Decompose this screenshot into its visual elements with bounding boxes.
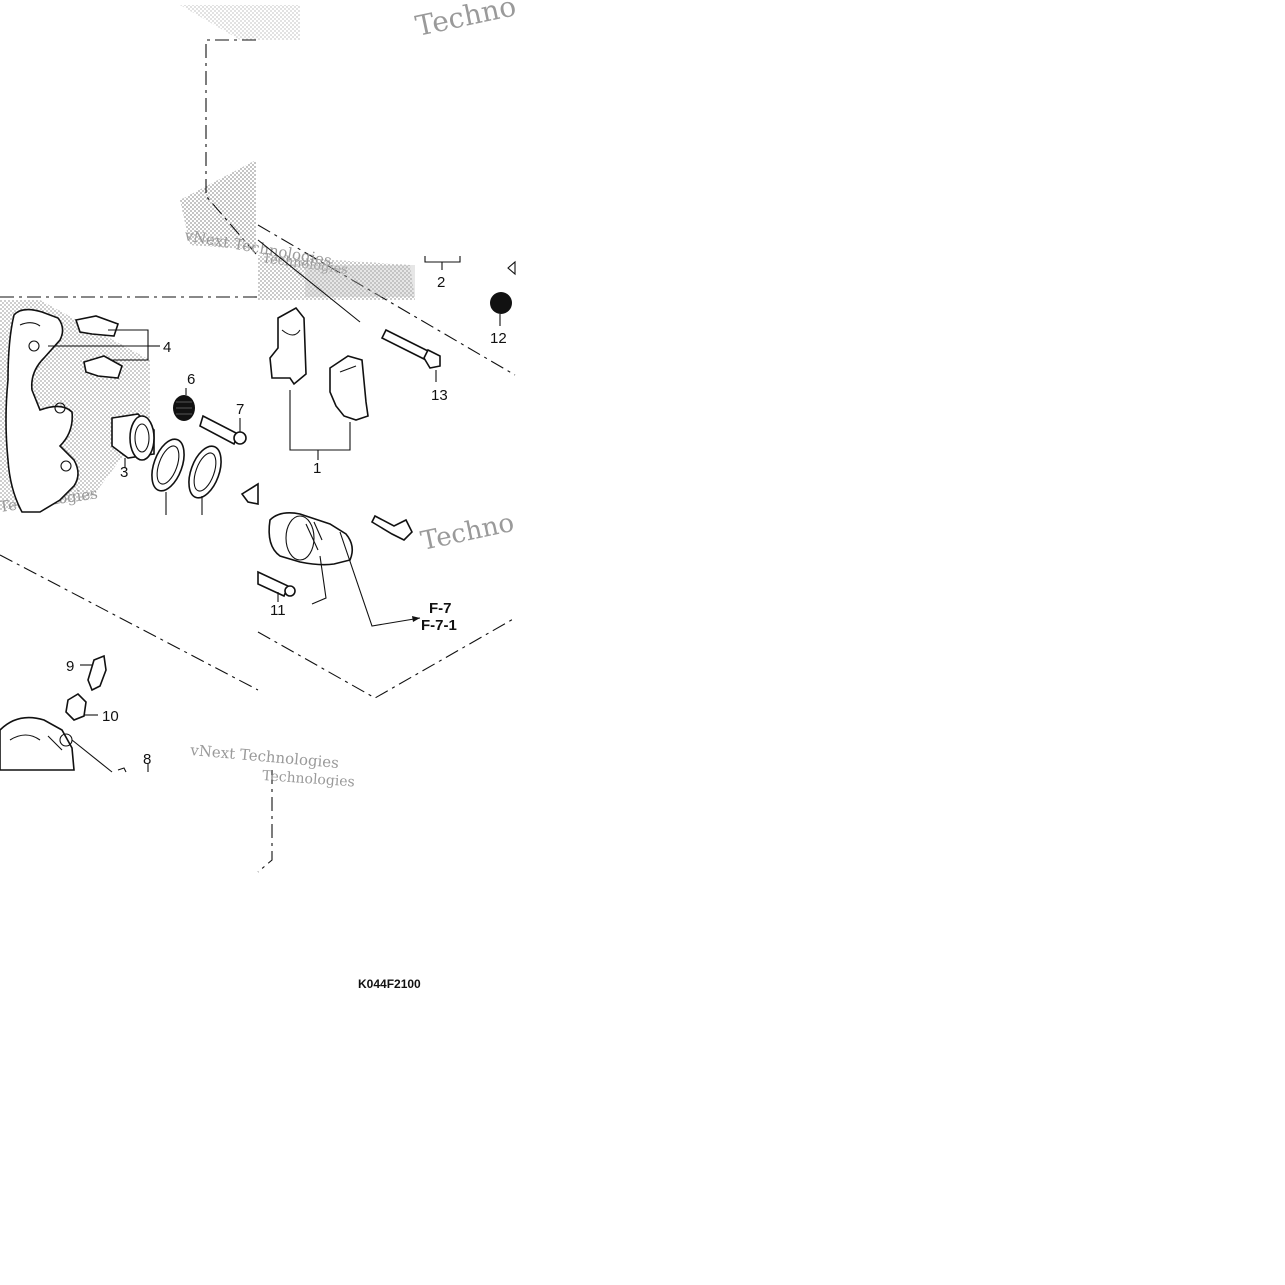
- callout-8: 8: [143, 751, 151, 768]
- seal-parts: [151, 438, 259, 515]
- callout-13: 13: [431, 387, 448, 404]
- callout-4: 4: [163, 339, 171, 356]
- ref-f-7-1: F-7-1: [421, 617, 457, 634]
- callout-1: 1: [313, 460, 321, 477]
- pad-spring-parts: [48, 315, 160, 379]
- callout-2: 2: [437, 274, 445, 291]
- caliper-body-part: [268, 512, 421, 627]
- slide-pin-part: [199, 414, 247, 446]
- callout-11: 11: [270, 602, 286, 619]
- piston-part: [111, 413, 155, 468]
- watermark-techno-1: Techno: [413, 0, 519, 43]
- frame-lines: [0, 39, 516, 873]
- bolt-part: [257, 239, 441, 382]
- reference-labels: F-7 F-7-1: [421, 600, 457, 634]
- ref-f-7: F-7: [429, 600, 452, 617]
- callout-labels: 1 2 3 4 6 7 8 9 10 11 12 13: [66, 274, 507, 768]
- callout-12: 12: [490, 330, 507, 347]
- boot-part: [173, 388, 195, 421]
- callout-bracket-2: [424, 256, 461, 270]
- pin-part: [257, 570, 296, 602]
- callout-10: 10: [102, 708, 119, 725]
- caliper-bracket-part: [5, 308, 79, 513]
- caliper-lower-part: [0, 716, 149, 773]
- cap-part: [490, 260, 516, 326]
- bleeder-valve-part: [80, 654, 107, 692]
- watermark-technologies-3: Technologies: [262, 768, 356, 790]
- watermark-techno-2: Techno: [418, 508, 517, 557]
- bleeder-cap-part: [65, 692, 98, 721]
- callout-3: 3: [120, 464, 128, 481]
- callout-9: 9: [66, 658, 74, 675]
- watermark-logo-block: [305, 265, 415, 297]
- brake-pad-parts: [269, 306, 369, 460]
- callout-7: 7: [236, 401, 244, 418]
- callout-6: 6: [187, 371, 195, 388]
- diagram-code: K044F2100: [358, 977, 421, 991]
